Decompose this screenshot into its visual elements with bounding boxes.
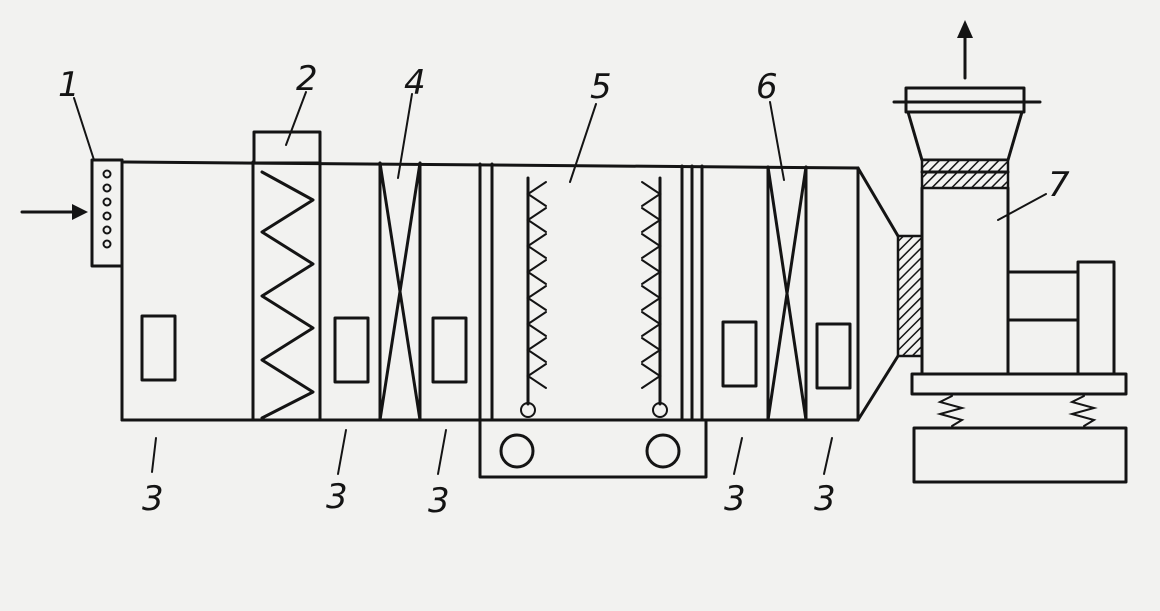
section-dividers [251,160,860,422]
callout-3-filter-section: 3 [326,477,348,517]
callout-1: 1 [58,65,80,105]
inspection-doors [140,314,852,390]
leader-lines [73,91,1047,475]
heating-coil [766,165,808,422]
inlet-arrow [20,204,88,220]
callout-2: 2 [296,59,318,99]
callout-3-mid-section: 3 [724,479,746,519]
inlet-louver-grille [90,158,124,268]
callout-5: 5 [590,67,612,107]
cooling-coil [378,161,422,422]
unit-housing [120,158,860,422]
callout-3-outlet-section: 3 [814,479,836,519]
bag-filter [252,130,322,420]
callout-7: 7 [1048,165,1070,205]
spray-humidifier [478,176,708,479]
fan-assembly [892,86,1128,484]
callout-3-inlet-section: 3 [142,479,164,519]
callout-6: 6 [756,67,778,107]
callout-4: 4 [404,63,426,103]
callout-3-coil-section: 3 [428,481,450,521]
outlet-arrow [957,20,973,80]
